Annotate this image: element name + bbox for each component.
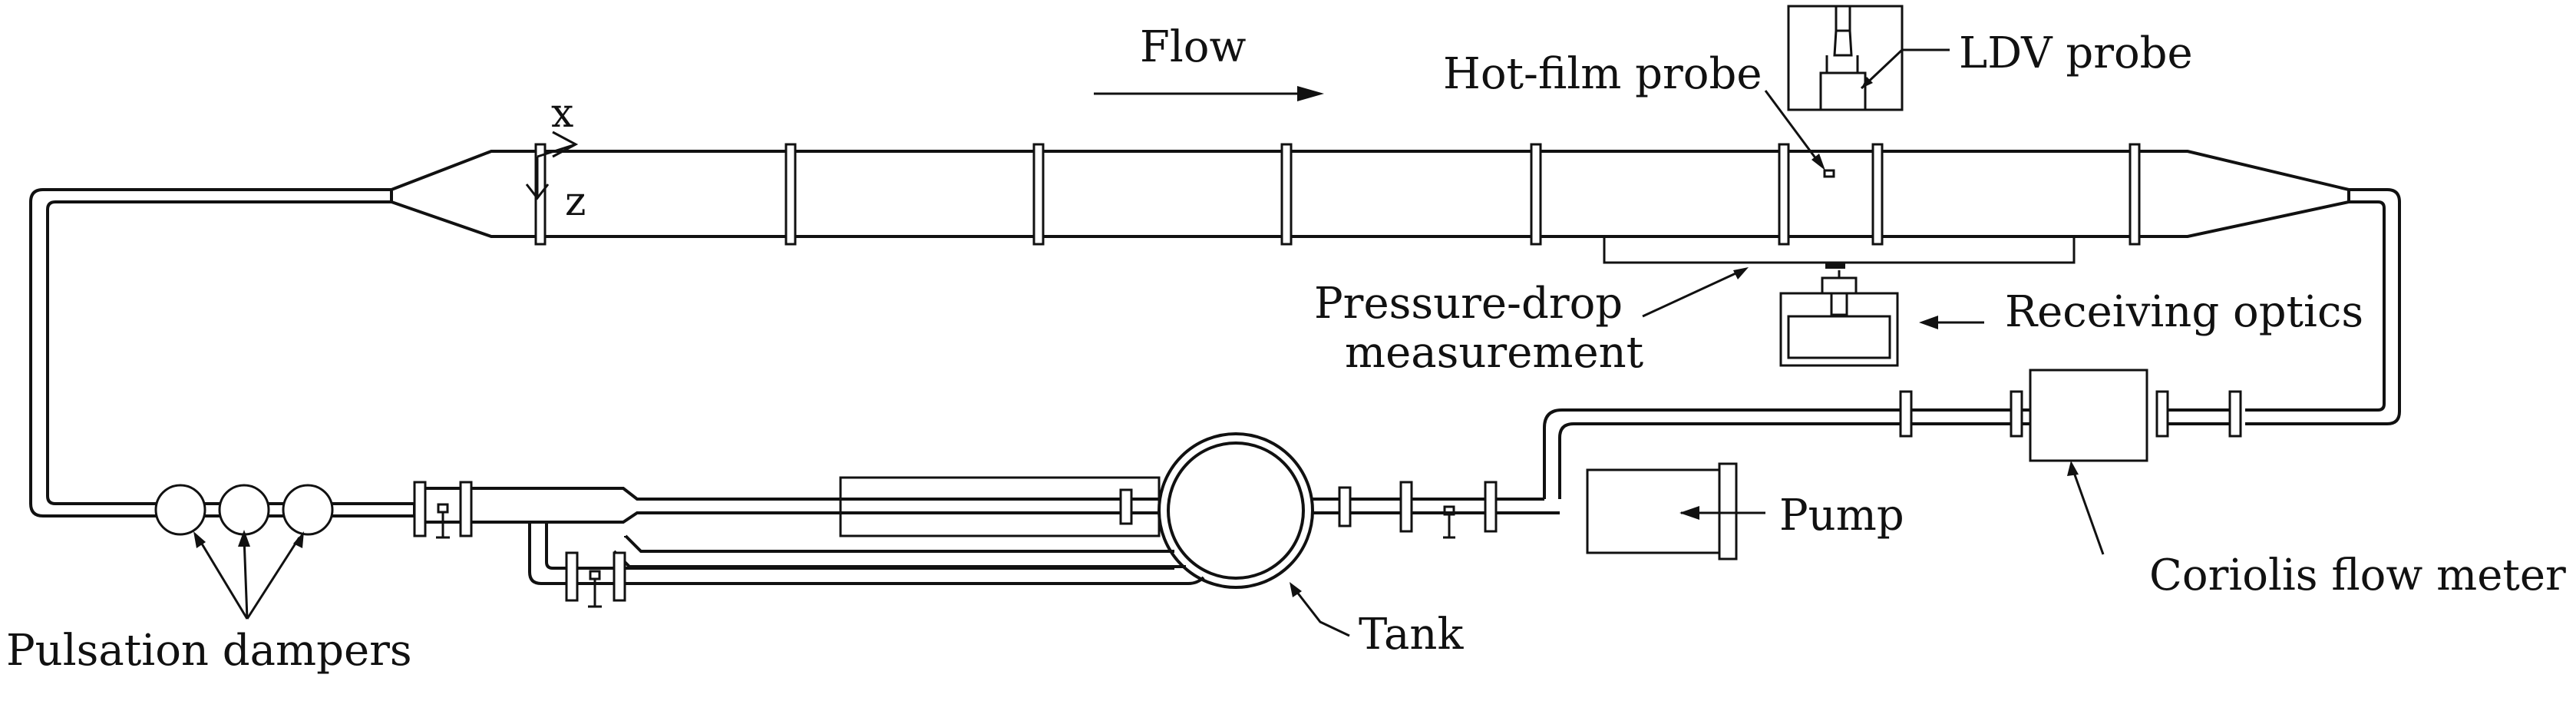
receiving-optics-arrow [1919, 316, 1984, 329]
outer-return-loop [29, 188, 2401, 517]
channel-flanges [534, 143, 2141, 246]
channel-flange [1032, 143, 1045, 246]
pulsation-damper [218, 484, 270, 536]
pulsation-damper [154, 484, 206, 536]
test-channel [390, 150, 2350, 238]
line-flange [413, 481, 427, 537]
tank-leader [1290, 582, 1350, 637]
meter-flange [2010, 390, 2023, 438]
ldv-probe-label: LDV probe [1959, 28, 2193, 78]
channel-flange [1280, 143, 1293, 246]
channel-flange [1530, 143, 1542, 246]
channel-flange [784, 143, 797, 246]
tank [1158, 432, 1314, 589]
pump-to-tank-line [1313, 481, 1498, 539]
coordinate-axes: x z [525, 91, 586, 225]
pressure-drop-leader [1642, 267, 1749, 318]
pressure-drop-section [1603, 236, 2076, 269]
tank-label: Tank [1359, 610, 1464, 660]
pump-label: Pump [1779, 491, 1904, 541]
pressure-drop-label-line1: Pressure-drop [1314, 279, 1623, 329]
meter-flange [2228, 390, 2242, 438]
meter-flange [2155, 390, 2169, 438]
pulsation-dampers-label: Pulsation dampers [6, 626, 412, 676]
channel-flange [2129, 143, 2141, 246]
line-flange [1338, 486, 1352, 527]
line-flange [459, 481, 473, 537]
supply-line [1320, 408, 2387, 514]
ldv-probe [1787, 5, 1904, 111]
axis-z-label: z [565, 179, 586, 225]
line-flange [1119, 488, 1133, 525]
hot-film-sensor [1823, 169, 1835, 178]
pump [1586, 462, 1738, 560]
receiving-optics-label: Receiving optics [2005, 287, 2363, 337]
pressure-drop-label-line2: measurement [1345, 328, 1644, 378]
coriolis-flow-meter [1899, 369, 2242, 462]
pulsation-dampers [154, 484, 414, 536]
main-line-valve [413, 481, 473, 539]
coriolis-flow-meter-label: Coriolis flow meter [2149, 551, 2566, 600]
line-flange [1399, 481, 1413, 533]
bypass-valve [528, 522, 1205, 608]
meter-flange [1899, 390, 1913, 438]
channel-flange [1778, 143, 1790, 246]
channel-flange [1871, 143, 1884, 246]
hot-film-probe-label: Hot-film probe [1443, 49, 1762, 99]
ldv-probe-leader [1860, 48, 1950, 90]
line-flange [1484, 481, 1498, 533]
pressure-tap [1825, 263, 1845, 269]
coriolis-leader [2067, 461, 2105, 555]
pulsation-damper [282, 484, 334, 536]
axis-x-label: x [551, 91, 573, 137]
line-flange [613, 551, 626, 602]
line-flange [565, 551, 579, 602]
pump-arrow [1679, 506, 1765, 520]
flow-label: Flow [1140, 22, 1246, 72]
flow-direction-arrow [1094, 86, 1324, 101]
hot-film-probe-leader [1764, 90, 1825, 170]
receiving-optics [1779, 270, 1899, 367]
pulsation-damper-arrows [193, 530, 304, 620]
